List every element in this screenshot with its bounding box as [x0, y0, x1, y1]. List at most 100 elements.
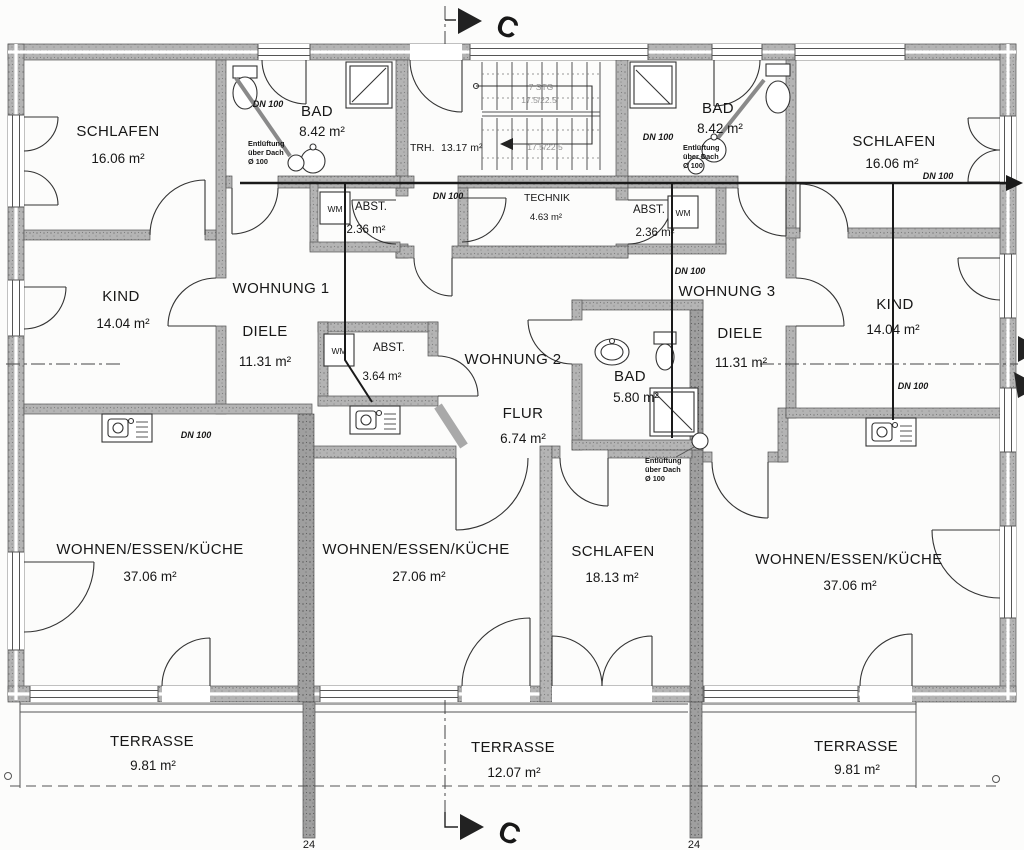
survey-point-icon	[992, 775, 1000, 783]
room-label-trh: TRH.	[410, 142, 435, 154]
room-label-abst-right: ABST.	[633, 204, 665, 216]
survey-point-icon	[4, 772, 12, 780]
room-area-kind-left: 14.04 m²	[96, 316, 150, 331]
room-label-schlafen-right: SCHLAFEN	[852, 133, 935, 150]
room-label-schlafen-left: SCHLAFEN	[76, 123, 159, 140]
fixtures	[101, 61, 917, 458]
section-marker-right-edge	[1014, 336, 1024, 398]
room-label-diele-left: DIELE	[242, 323, 287, 340]
kitchen-sink-icon	[349, 405, 401, 435]
wm-label: WM	[675, 208, 690, 218]
vent-icon	[691, 432, 709, 450]
vent-note-line: Entlüftung	[683, 143, 719, 152]
room-label-diele-right: DIELE	[717, 325, 762, 342]
room-area-wohnen-left: 37.06 m²	[123, 569, 177, 584]
room-area-schlafen-right: 16.06 m²	[865, 156, 919, 171]
vent-note-line: Ø 100	[645, 474, 665, 483]
center-lines	[4, 6, 1018, 812]
washing-machine-icon	[323, 333, 355, 367]
room-area-bad-left: 8.42 m²	[299, 124, 345, 139]
annotations: DN 100 DN 100 DN 100 DN 100 DN 100 DN 10…	[181, 82, 954, 850]
room-area-flur: 6.74 m²	[500, 431, 546, 446]
apartment-label-1: WOHNUNG 1	[233, 280, 330, 297]
wm-label: WM	[327, 204, 342, 214]
section-label: C	[491, 9, 522, 47]
vent-icon	[287, 154, 305, 172]
room-area-trh: 13.17 m²	[441, 142, 483, 154]
vent-note-line: über Dach	[248, 148, 284, 157]
room-area-bad-right: 8.42 m²	[697, 121, 743, 136]
pipe-arrow-icon	[1006, 175, 1023, 191]
room-label-kind-right: KIND	[876, 296, 913, 313]
room-label-wohnen-mid: WOHNEN/ESSEN/KÜCHE	[322, 540, 509, 558]
room-label-abst-mid-left: ABST.	[373, 342, 405, 354]
room-area-kind-right: 14.04 m²	[866, 322, 920, 337]
room-label-abst-small-left: ABST.	[355, 201, 387, 213]
terrace-edge	[19, 702, 917, 788]
vent-note-left: Entlüftung über Dach Ø 100	[248, 139, 284, 166]
stair-note: 17.5/22.5	[527, 142, 563, 152]
apartment-label-2: WOHNUNG 2	[465, 351, 562, 368]
room-area-abst-mid-left: 3.64 m²	[363, 371, 402, 383]
room-label-bad-right: BAD	[702, 100, 734, 117]
room-area-bad-mid: 5.80 m²	[613, 390, 659, 405]
dn100-label: DN 100	[898, 381, 929, 391]
wm-label: WM	[331, 346, 346, 356]
room-area-diele-left: 11.31 m²	[239, 354, 292, 369]
room-area-terrasse-right: 9.81 m²	[834, 762, 880, 777]
dn100-label: DN 100	[181, 430, 212, 440]
vent-note-line: Entlüftung	[248, 139, 284, 148]
section-label: C	[493, 815, 524, 850]
vent-note-line: Ø 100	[683, 161, 703, 170]
room-label-wohnen-left: WOHNEN/ESSEN/KÜCHE	[56, 540, 243, 558]
room-label-bad-mid: BAD	[614, 368, 646, 385]
wc-icon	[232, 65, 258, 79]
room-label-terrasse-right: TERRASSE	[814, 738, 898, 755]
dn100-label: DN 100	[675, 266, 706, 276]
room-area-terrasse-mid: 12.07 m²	[487, 765, 541, 780]
vent-note-line: über Dach	[683, 152, 719, 161]
vent-note-right: Entlüftung über Dach Ø 100	[683, 143, 719, 170]
drain-pipes	[240, 175, 1023, 438]
section-arrow-icon	[1018, 336, 1024, 362]
vent-note-mid: Entlüftung über Dach Ø 100	[645, 456, 681, 483]
apartment-label-3: WOHNUNG 3	[679, 283, 776, 300]
staircase	[472, 62, 601, 170]
room-label-bad-left: BAD	[301, 103, 333, 120]
dim-label-left: 24	[303, 839, 315, 850]
door-swings	[23, 59, 1001, 687]
section-marker-bottom: C	[444, 812, 525, 850]
section-marker-top: C	[445, 8, 523, 46]
dn100-label: DN 100	[643, 132, 674, 142]
room-labels: SCHLAFEN 16.06 m² BAD 8.42 m² KIND 14.04…	[56, 100, 942, 780]
room-area-abst-right: 2.36 m²	[636, 227, 675, 239]
room-area-schlafen-mid: 18.13 m²	[585, 570, 639, 585]
room-label-terrasse-left: TERRASSE	[110, 733, 194, 750]
stair-note: 17.5/22.5	[521, 95, 557, 105]
section-arrow-icon	[458, 8, 482, 34]
room-area-wohnen-mid: 27.06 m²	[392, 569, 446, 584]
room-label-terrasse-mid: TERRASSE	[471, 739, 555, 756]
room-label-wohnen-right: WOHNEN/ESSEN/KÜCHE	[755, 550, 942, 568]
room-label-technik: TECHNIK	[524, 192, 570, 204]
room-label-schlafen-mid: SCHLAFEN	[571, 543, 654, 560]
room-label-kind-left: KIND	[102, 288, 139, 305]
room-label-flur: FLUR	[503, 405, 544, 422]
windows	[8, 44, 1016, 702]
dn100-label: DN 100	[923, 171, 954, 181]
dn100-label: DN 100	[433, 191, 464, 201]
vent-note-line: Ø 100	[248, 157, 268, 166]
room-area-technik: 4.63 m²	[530, 212, 562, 223]
room-area-abst-small-left: 2.36 m²	[347, 224, 386, 236]
sink-icon	[300, 148, 326, 174]
kitchen-sink-icon	[865, 417, 917, 447]
stair-note: 7 STG	[529, 82, 554, 92]
dn100-label: DN 100	[253, 99, 284, 109]
room-area-diele-right: 11.31 m²	[715, 355, 768, 370]
dim-label-right: 24	[688, 839, 700, 850]
vent-icon	[687, 157, 705, 175]
wc-icon	[765, 63, 791, 77]
room-area-wohnen-right: 37.06 m²	[823, 578, 877, 593]
